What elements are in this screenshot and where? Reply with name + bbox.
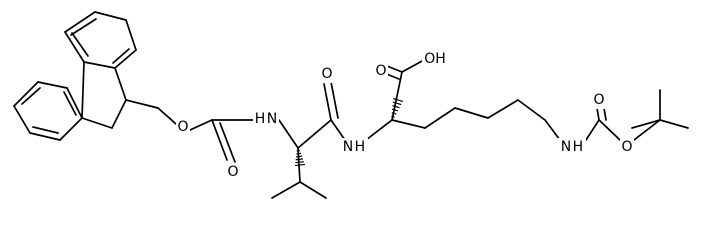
stereo-hash-line — [392, 105, 400, 109]
atom-label-layer: OH O O O O H N — [176, 50, 634, 181]
atom-o-fmoc-ester-label: O — [177, 119, 188, 135]
atom-o-fmoc-carbonyl-label: O — [227, 164, 238, 180]
bond-fl-top-d3 — [71, 32, 89, 57]
bond-fl-bot-d3 — [63, 91, 77, 116]
bond-fl-bot-5 — [37, 81, 68, 89]
bond-fl-top-6 — [64, 31, 85, 63]
bond-lys-side-1 — [391, 119, 426, 129]
bond-lys-n-ca — [365, 119, 393, 141]
bond-fl-5-1 — [114, 67, 127, 101]
atom-o-carboxyl: O — [374, 62, 388, 80]
atom-o-boc-carbonyl: O — [592, 91, 606, 109]
bond-fl-bot-2 — [29, 132, 61, 141]
bond-lys-side-6 — [544, 119, 561, 141]
stereo-hash-line — [393, 97, 403, 103]
bond-fl-bot-1 — [59, 117, 83, 141]
atom-nh-fmoc: H N — [253, 110, 279, 128]
molecule-drawing: OH O O O O H N — [13, 11, 689, 199]
bond-lys-c-oh — [401, 59, 425, 73]
stereo-hash-line — [391, 112, 397, 115]
bond-fl-bot-4 — [13, 81, 39, 107]
bond-fl-top-1 — [64, 11, 96, 33]
bond-fl-bot-6 — [66, 87, 83, 119]
atom-o-fmoc-carbonyl: O — [226, 163, 240, 181]
bond-boc-c-o — [598, 119, 621, 141]
atom-nh-boc: N H — [558, 138, 586, 156]
bond-fl-top-2 — [94, 11, 127, 21]
bond-fl-bot-d1 — [32, 126, 59, 134]
stereo-hash-line — [392, 101, 402, 106]
atom-o-boc-ester: O — [620, 138, 634, 156]
atom-o-carboxyl-label: O — [375, 63, 386, 79]
stereo-lys-ca-hash — [391, 97, 403, 118]
bond-fl-bot-3 — [13, 105, 31, 134]
atom-o-boc-carbonyl-label: O — [593, 92, 604, 108]
stereo-hash-line — [294, 163, 306, 167]
bond-lys-side-5 — [517, 99, 546, 121]
bond-lys-side-2 — [424, 107, 456, 129]
bond-fl-top-d1 — [70, 18, 97, 36]
bond-fl-top-3 — [125, 19, 137, 51]
bond-val-cb-me1 — [271, 181, 301, 199]
bond-fl-5-3 — [81, 61, 85, 119]
atom-nh-fmoc-label: H N — [255, 111, 277, 127]
bond-lys-c-o-1 — [386, 65, 403, 73]
bond-val-ca-c — [297, 119, 332, 149]
stereo-hash-line — [295, 155, 303, 158]
atom-nh-boc-label: N H — [561, 139, 583, 155]
bond-fl-5-2 — [111, 99, 127, 129]
bond-fmoc-c-o-2 — [219, 122, 236, 163]
bond-fl-top-d2 — [112, 48, 130, 64]
atom-o-amide: O — [320, 65, 334, 83]
bond-layer — [13, 11, 689, 199]
stereo-hash-line — [295, 161, 305, 164]
atom-oh: OH — [422, 50, 448, 68]
bond-boc-c-o-2 — [603, 107, 607, 121]
bond-val-c-n — [330, 119, 346, 141]
bond-val-c-o-2 — [330, 81, 339, 119]
atom-oh-label: OH — [424, 51, 446, 67]
bond-lys-side-4 — [487, 99, 519, 119]
stereo-hash-line — [295, 158, 304, 161]
bond-boc-me-3 — [631, 119, 661, 129]
bond-fl-top-5 — [83, 61, 116, 69]
stereo-hash-line — [296, 152, 302, 155]
atom-o-fmoc-ester: O — [176, 118, 190, 136]
bond-fl-top-4 — [114, 49, 137, 69]
structure-diagram: OH O O O O H N — [13, 11, 689, 199]
bond-lys-ca-cooh — [391, 71, 403, 121]
bond-val-cb-me2 — [299, 181, 327, 199]
bond-fl-bot-d2 — [21, 87, 41, 105]
bond-lys-side-3 — [454, 107, 489, 119]
atom-nh-amide: N H — [340, 138, 368, 156]
bond-fmoc-ch2-1 — [125, 99, 159, 109]
bond-boc-me-2 — [659, 119, 689, 129]
bond-fmoc-c-o-1 — [211, 119, 228, 161]
bond-fl-5-4 — [81, 117, 113, 129]
atom-o-boc-ester-label: O — [621, 139, 632, 155]
stereo-hash-line — [391, 108, 399, 112]
stereo-val-ca-hash — [294, 150, 306, 167]
bond-val-c-o-1 — [323, 83, 332, 121]
atom-o-amide-label: O — [321, 66, 332, 82]
bond-fmoc-o-c — [189, 119, 213, 131]
atom-nh-amide-label: N H — [343, 139, 365, 155]
bond-fmoc-ch2-2 — [157, 107, 177, 125]
bond-boc-c-o-1 — [596, 107, 600, 121]
bond-val-n-ca — [278, 119, 299, 149]
bond-boc-n-c — [585, 119, 600, 141]
bond-boc-o-c — [633, 119, 661, 141]
stereo-hash-line — [391, 115, 395, 118]
